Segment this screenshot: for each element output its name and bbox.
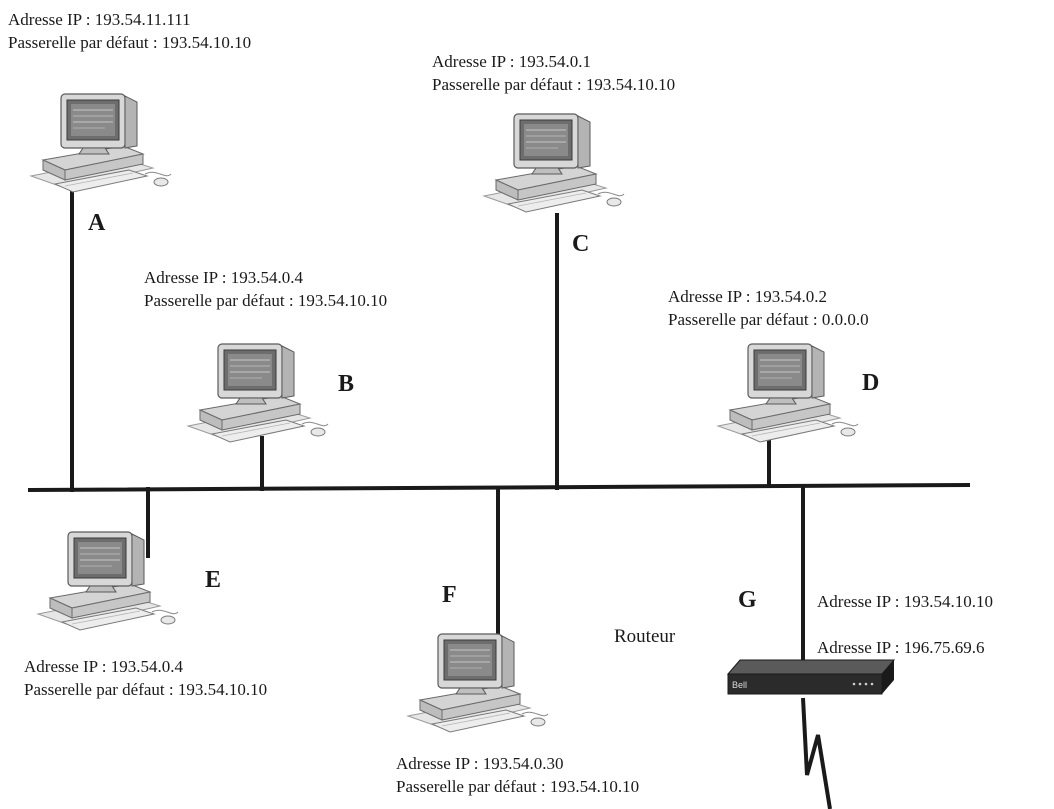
host-a-label: A	[88, 210, 106, 236]
host-e-ip: Adresse IP : 193.54.0.4	[24, 657, 183, 676]
host-a-gateway: Passerelle par défaut : 193.54.10.10	[8, 33, 252, 52]
router-device-icon: Bell	[726, 658, 896, 698]
host-a-ip: Adresse IP : 193.54.11.111	[8, 10, 191, 29]
router-letter: G	[738, 587, 757, 613]
desktop-computer-icon	[478, 108, 628, 228]
host-c-label: C	[572, 231, 590, 257]
host-b-config: Adresse IP : 193.54.0.4 Passerelle par d…	[144, 266, 387, 312]
host-d-config: Adresse IP : 193.54.0.2 Passerelle par d…	[668, 285, 869, 331]
host-f-label: F	[442, 582, 457, 608]
desktop-computer-icon	[402, 628, 552, 748]
host-b-ip: Adresse IP : 193.54.0.4	[144, 268, 303, 287]
host-c-ip: Adresse IP : 193.54.0.1	[432, 52, 591, 71]
host-c-config: Adresse IP : 193.54.0.1 Passerelle par d…	[432, 50, 675, 96]
host-d-gateway: Passerelle par défaut : 0.0.0.0	[668, 310, 869, 329]
desktop-computer-icon	[712, 338, 862, 458]
router-wan-ip: Adresse IP : 196.75.69.6	[817, 636, 984, 659]
router-label: Routeur	[614, 626, 676, 647]
desktop-computer-icon	[182, 338, 332, 458]
host-f-ip: Adresse IP : 193.54.0.30	[396, 754, 564, 773]
router-brand: Bell	[732, 680, 747, 690]
desktop-computer-icon	[32, 526, 182, 646]
desktop-computer-icon	[25, 88, 175, 208]
host-d-ip: Adresse IP : 193.54.0.2	[668, 287, 827, 306]
host-c-gateway: Passerelle par défaut : 193.54.10.10	[432, 75, 676, 94]
router-lan-ip-text: Adresse IP : 193.54.10.10	[817, 592, 993, 611]
wan-link-zigzag	[801, 697, 832, 809]
host-e-gateway: Passerelle par défaut : 193.54.10.10	[24, 680, 268, 699]
host-b-label: B	[338, 371, 355, 397]
host-b-gateway: Passerelle par défaut : 193.54.10.10	[144, 291, 388, 310]
router-lan-ip: Adresse IP : 193.54.10.10	[817, 590, 993, 613]
host-e-config: Adresse IP : 193.54.0.4 Passerelle par d…	[24, 655, 267, 701]
router-wan-ip-text: Adresse IP : 196.75.69.6	[817, 638, 985, 657]
host-a-config: Adresse IP : 193.54.11.111 Passerelle pa…	[8, 8, 251, 54]
host-d-label: D	[862, 370, 880, 396]
host-e-label: E	[205, 567, 222, 593]
host-f-gateway: Passerelle par défaut : 193.54.10.10	[396, 777, 640, 796]
host-f-config: Adresse IP : 193.54.0.30 Passerelle par …	[396, 752, 639, 798]
